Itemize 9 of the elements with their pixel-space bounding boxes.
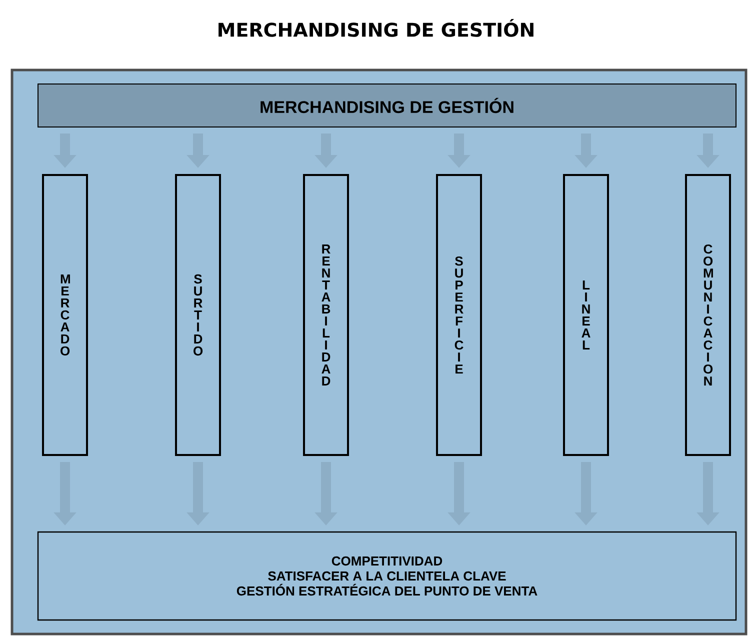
column-box: COMUNICACION bbox=[685, 174, 731, 456]
column-box: LINEAL bbox=[563, 174, 609, 456]
column-box: SURTIDO bbox=[175, 174, 221, 456]
title: MERCHANDISING DE GESTIÓN bbox=[218, 19, 534, 37]
result-box: COMPETITIVIDAD SATISFACER A LA CLIENTELA CLAVE GESTIÓN ESTRATÉGICA DEL PUNTO DE VENTA bbox=[37, 531, 737, 621]
column-box: SUPERFICIE bbox=[436, 174, 482, 456]
column-box: MERCADO bbox=[42, 174, 88, 456]
column-box: RENTABILIDAD bbox=[303, 174, 349, 456]
header-band: MERCHANDISING DE GESTIÓN bbox=[38, 84, 736, 128]
